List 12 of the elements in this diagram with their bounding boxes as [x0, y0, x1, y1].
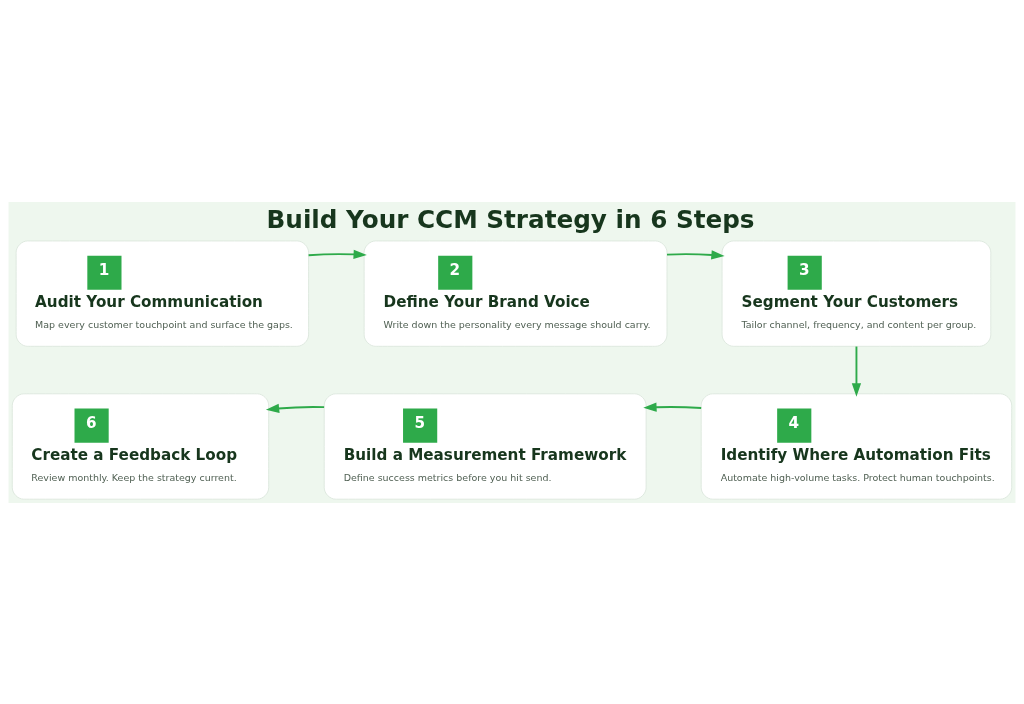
node-box: 6 Create a Feedback Loop Review monthly. Keep the strategy current.	[11, 392, 270, 500]
node-box: 4 Identify Where Automation Fits Automate high-volume tasks. Protect human touchpoints.	[700, 392, 1013, 500]
diagram-title: Build Your CCM Strategy in 6 Steps	[266, 204, 755, 234]
node-box: 3 Segment Your Customers Tailor channel, frequency, and content per group.	[721, 239, 992, 347]
node-box: 1 Audit Your Communication Map every customer touchpoint and surface the gaps.	[15, 239, 310, 347]
node-box: 2 Define Your Brand Voice Write down the personality every message should carry.	[363, 239, 668, 347]
arrow	[643, 402, 703, 412]
node-box: 5 Build a Measurement Framework Define success metrics before you hit send.	[323, 392, 647, 500]
arrow	[666, 249, 725, 260]
arrow	[851, 345, 862, 397]
arrow	[265, 403, 326, 413]
arrow	[307, 249, 367, 259]
